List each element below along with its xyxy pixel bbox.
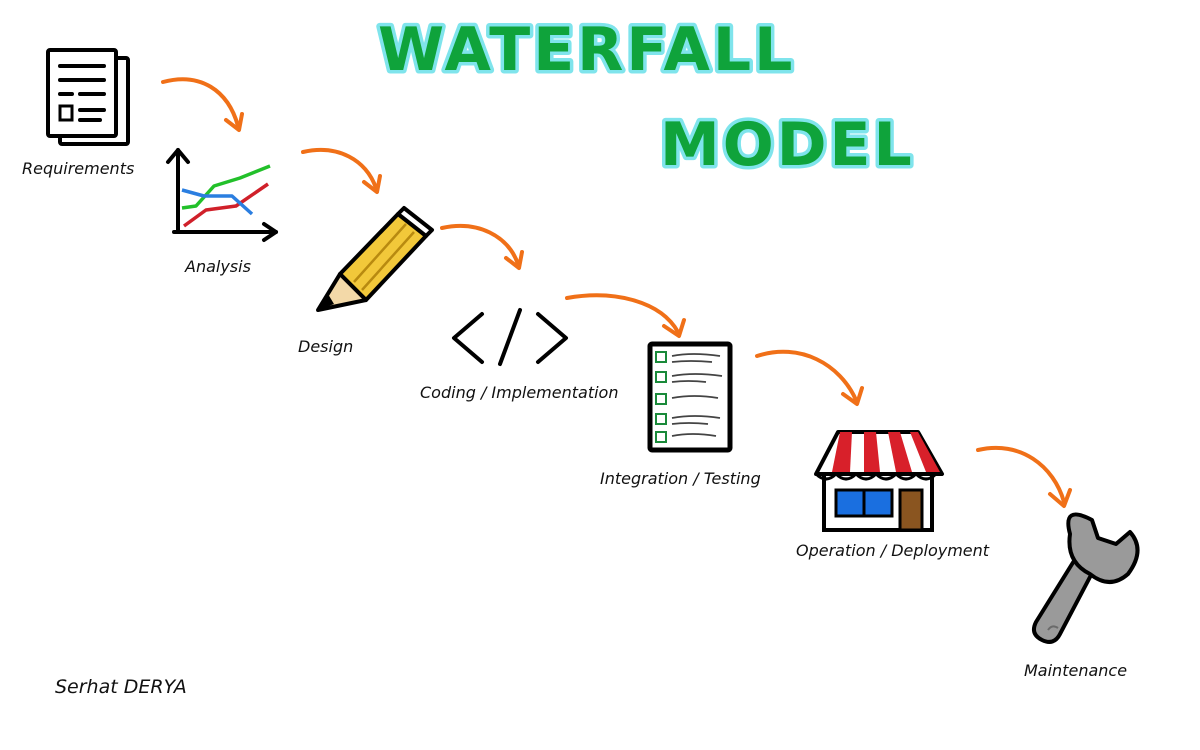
flow-arrow-5 xyxy=(755,349,864,406)
stage-label-testing: Integration / Testing xyxy=(600,469,761,488)
stage-label-deployment: Operation / Deployment xyxy=(796,541,990,560)
flow-arrow-3 xyxy=(440,223,524,270)
stage-label-maintenance: Maintenance xyxy=(1024,661,1127,680)
wrench-icon xyxy=(1032,512,1140,644)
stage-label-coding: Coding / Implementation xyxy=(420,383,618,402)
stage-label-requirements: Requirements xyxy=(22,159,134,178)
flow-arrow-4 xyxy=(565,293,686,338)
checklist-icon xyxy=(647,341,733,453)
document-icon xyxy=(46,48,130,146)
flow-arrow-1 xyxy=(161,77,244,132)
title-line-2: MODEL xyxy=(660,110,915,180)
flow-arrow-6 xyxy=(976,445,1072,508)
flow-arrow-2 xyxy=(301,147,382,194)
author-signature: Serhat DERYA xyxy=(55,676,187,698)
storefront-icon xyxy=(814,430,944,532)
line-chart-icon xyxy=(166,148,278,242)
stage-label-design: Design xyxy=(298,337,353,356)
stage-label-analysis: Analysis xyxy=(184,257,251,276)
title-line-1: WATERFALL xyxy=(378,15,795,85)
pencil-icon xyxy=(316,206,434,312)
code-brackets-icon xyxy=(452,308,568,366)
